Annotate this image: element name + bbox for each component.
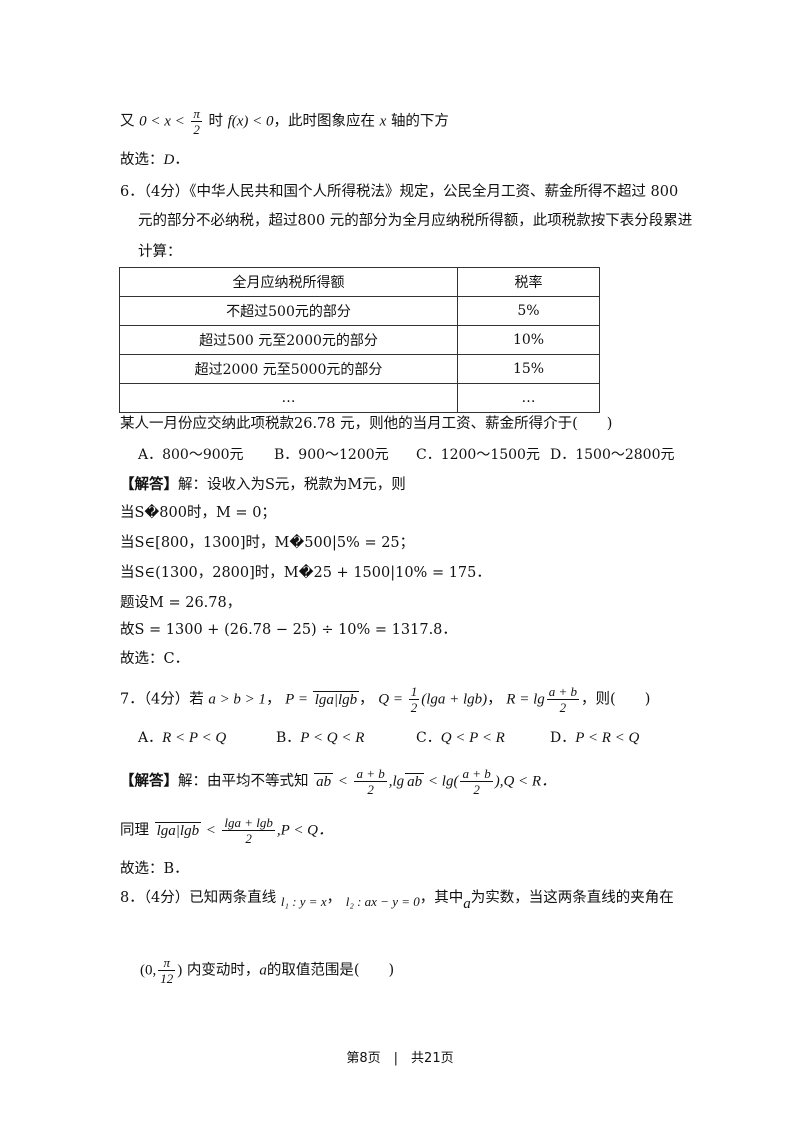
q7-option-a: A．R < P < Q xyxy=(138,730,227,746)
tax-table: 全月应纳税所得额 税率 不超过500元的部分 5% 超过500 元至2000元的… xyxy=(119,267,600,413)
q6-option-a: A．800～900元 xyxy=(138,447,244,463)
q6-option-d: D．1500～2800元 xyxy=(550,447,675,463)
table-header-rate: 税率 xyxy=(457,267,600,297)
a6-step-4: 题设M = 26.78， xyxy=(120,595,242,611)
table-row: 超过500 元至2000元的部分 10% xyxy=(119,325,600,355)
q6-line-3: 计算： xyxy=(138,244,182,260)
table-header-row: 全月应纳税所得额 税率 xyxy=(119,267,600,297)
table-row: 超过2000 元至5000元的部分 15% xyxy=(119,354,600,384)
a6-step-1: 当S�800时，M = 0； xyxy=(120,505,276,521)
q7-option-b: B．P < Q < R xyxy=(276,730,365,746)
table-row: … … xyxy=(119,383,600,413)
a6-step-5: 故S = 1300 + (26.78 − 25) ÷ 10% = 1317.8． xyxy=(120,622,457,638)
a6-intro: 【解答】解：设收入为S元，税款为M元，则 xyxy=(120,477,406,493)
table-header-income: 全月应纳税所得额 xyxy=(119,267,458,297)
sqrt-lga-lgb: lga|lgb xyxy=(312,690,360,708)
page-footer: 第8页 | 共21页 xyxy=(346,1051,454,1066)
inequality: 0 < x < xyxy=(139,113,185,130)
a7-answer: 故选：B． xyxy=(120,861,189,877)
a6-step-3: 当S∈(1300，2800]时，M�25 + 1500|10% = 175． xyxy=(120,565,491,581)
a6-step-2: 当S∈[800，1300]时，M�500|5% = 25； xyxy=(120,535,415,551)
q6-option-b: B．900～1200元 xyxy=(274,447,389,463)
q6-line-1: 6．（4分）《中华人民共和国个人所得税法》规定，公民全月工资、薪金所得不超过 8… xyxy=(120,184,679,200)
q7-option-c: C．Q < P < R xyxy=(416,730,505,746)
q8-stem: 8．（4分）已知两条直线 l₁ : y = x， l₂ : ax − y = 0… xyxy=(120,890,674,912)
q6-question: 某人一月份应交纳此项税款26.78 元，则他的当月工资、薪金所得介于( ) xyxy=(120,416,613,432)
q6-line-2: 元的部分不必纳税，超过800 元的部分为全月应纳税所得额，此项税款按下表分段累进 xyxy=(138,213,693,229)
a6-answer: 故选：C． xyxy=(120,651,190,667)
table-row: 不超过500元的部分 5% xyxy=(119,296,600,326)
answer-line-5: 故选：D． xyxy=(120,152,189,168)
q6-option-c: C．1200～1500元 xyxy=(416,447,540,463)
q7-option-d: D．P < R < Q xyxy=(550,730,640,746)
